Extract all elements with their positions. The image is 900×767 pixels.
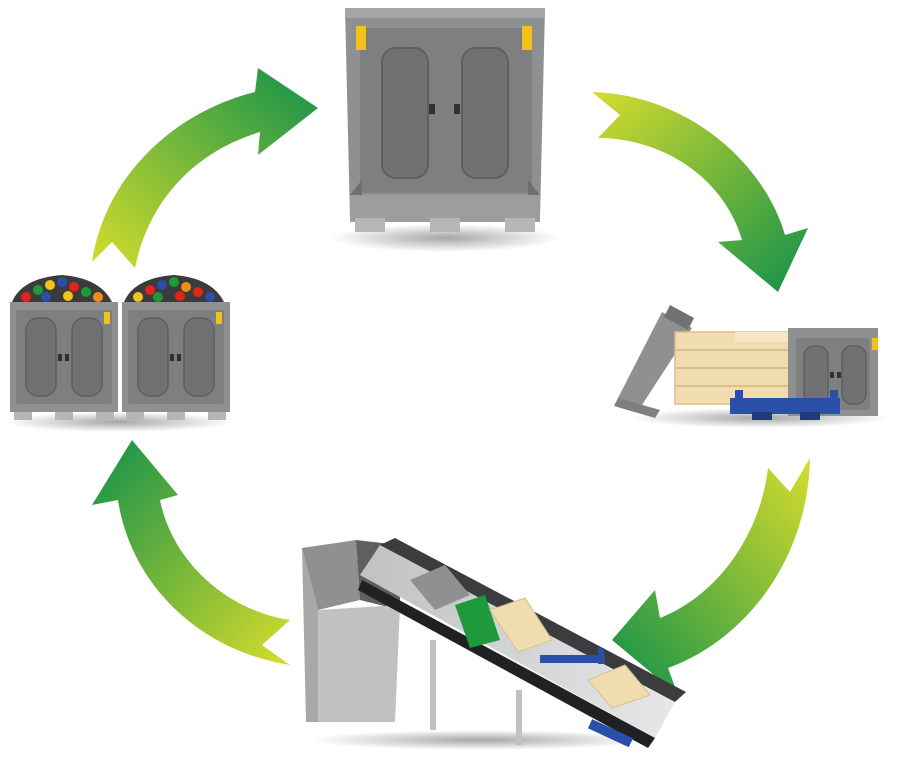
container-tipping-pallets-icon [614, 305, 890, 428]
arrow-right-to-bottom [612, 458, 810, 695]
shredder-conveyor-icon [302, 538, 686, 750]
containers-filled-with-pellets-icon [3, 275, 233, 432]
collapsible-bulk-container-icon [330, 8, 560, 252]
arrow-top-to-right [592, 92, 808, 292]
arrow-bottom-to-left [92, 440, 290, 665]
arrow-left-to-top [92, 68, 318, 268]
